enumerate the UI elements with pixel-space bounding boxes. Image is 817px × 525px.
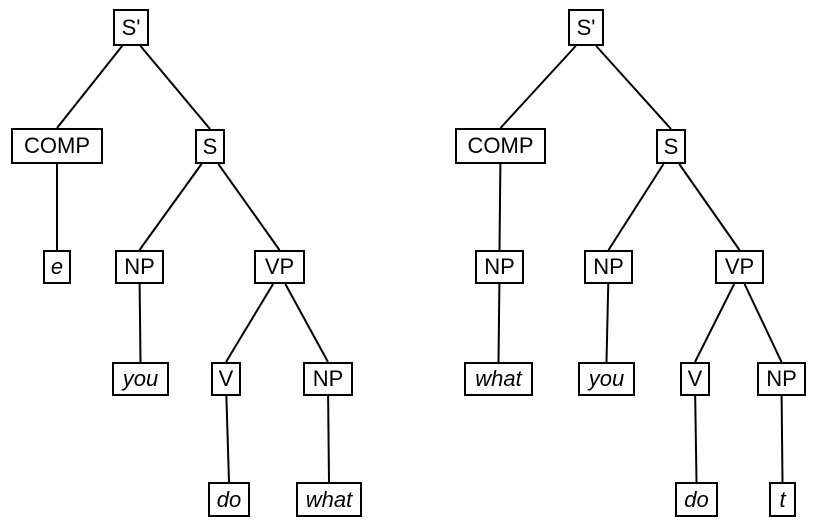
tree-edge [678,163,741,251]
tree-edge [225,283,274,363]
tree-edge [138,283,142,363]
tree-edge [225,395,230,483]
category-node-v-l-v: V [211,362,241,396]
category-node-comp-l-comp: COMP [11,128,103,164]
node-label: NP [312,366,344,391]
node-label: V [218,366,234,391]
node-label: NP [593,254,624,279]
tree-edge [498,163,502,251]
terminal-node-what-r-what: what [464,362,533,396]
category-node-s-l-s: S [195,129,225,164]
category-node-vp-r-vp: VP [715,250,764,284]
category-node-np-r-np0: NP [475,250,524,284]
tree-edge [284,283,329,363]
terminal-node-do-l-do: do [208,482,250,517]
terminal-node-t-r-t: t [769,482,796,517]
node-label: what [475,366,522,391]
node-label: COMP [24,133,90,158]
node-label: you [122,366,159,391]
tree-edge [595,45,672,130]
category-node-v-r-v: V [680,362,710,396]
node-label: do [216,486,242,512]
node-label: S [663,133,679,159]
terminal-node-you-l-you: you [112,362,169,396]
node-label: you [588,366,625,391]
category-node-np-r-np2: NP [757,362,806,396]
node-label: S' [576,14,596,40]
tree-edge [56,45,123,129]
node-label: e [50,254,64,279]
node-label: COMP [467,133,534,158]
tree-edge [139,45,211,130]
node-label: NP [484,254,515,279]
node-label: NP [124,254,155,279]
category-node-s-l-sbar: S' [113,9,149,46]
tree-edge [780,395,784,483]
tree-edge [694,283,736,363]
category-node-np-l-np1: NP [115,250,164,284]
tree-edge [327,395,330,483]
category-node-s-r-s: S [656,129,686,164]
node-label: S [202,133,218,159]
node-label: VP [724,254,755,279]
tree-edge [497,283,501,363]
node-label: t [779,486,786,512]
node-label: S' [121,14,141,40]
category-node-vp-l-vp: VP [254,250,305,284]
node-label: VP [264,254,295,279]
terminal-node-do-r-do: do [675,482,718,517]
node-label: V [687,366,703,391]
category-node-comp-r-comp: COMP [455,128,546,164]
node-label: do [684,486,709,512]
tree-edge [217,163,281,251]
terminal-node-what-l-what: what [296,482,362,517]
category-node-np-l-np2: NP [303,362,353,396]
tree-edge [694,395,698,483]
node-label: what [305,486,353,512]
category-node-s-r-sbar: S' [568,9,604,46]
tree-edge [743,283,783,363]
terminal-node-e-l-e: e [43,250,71,284]
tree-edge [138,163,203,251]
terminal-node-you-r-you: you [578,362,635,396]
node-label: NP [766,366,797,391]
tree-edge [499,45,577,129]
category-node-np-r-np1: NP [584,250,633,284]
tree-edge [607,163,665,251]
tree-edge [605,283,610,363]
